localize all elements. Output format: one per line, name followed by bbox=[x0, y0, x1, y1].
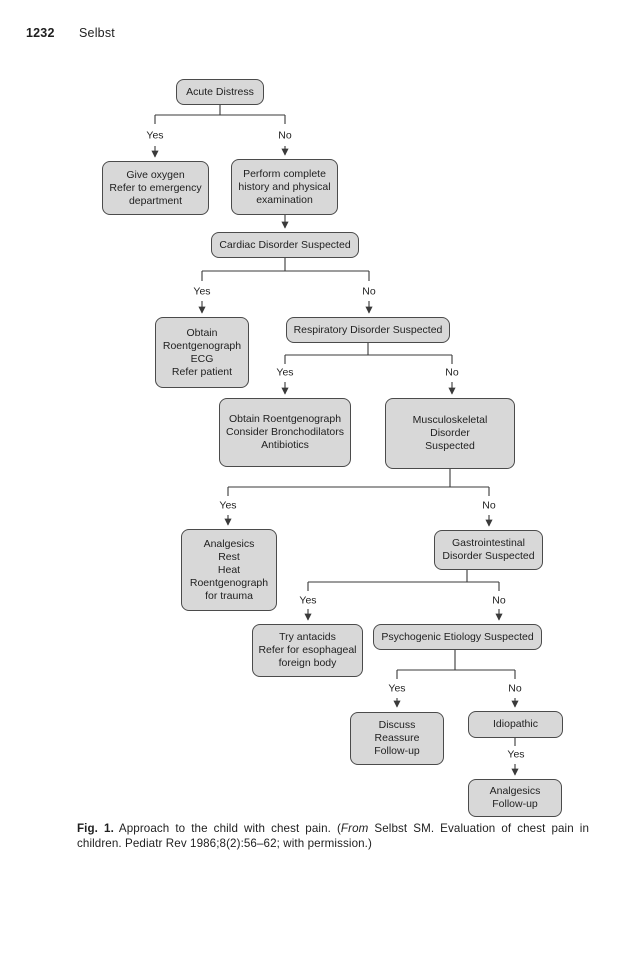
node-cardiac-disorder-suspected: Cardiac Disorder Suspected bbox=[211, 232, 359, 258]
figure-number-label: Fig. 1. bbox=[77, 822, 114, 835]
branch-label-no: No bbox=[490, 594, 508, 607]
node-psychogenic-etiology-suspected: Psychogenic Etiology Suspected bbox=[373, 624, 542, 650]
branch-label-no: No bbox=[506, 682, 524, 695]
node-respiratory-disorder-suspected: Respiratory Disorder Suspected bbox=[286, 317, 450, 343]
caption-text-post: Selbst SM. Evaluation of chest pain in c… bbox=[77, 822, 589, 850]
node-obtain-roentgenograph-bronchodilators: Obtain Roentgenograph Consider Bronchodi… bbox=[219, 398, 351, 467]
node-analgesics-rest-heat: Analgesics Rest Heat Roentgenograph for … bbox=[181, 529, 277, 611]
branch-label-yes: Yes bbox=[191, 285, 213, 298]
node-perform-history-physical: Perform complete history and physical ex… bbox=[231, 159, 338, 215]
node-give-oxygen: Give oxygen Refer to emergency departmen… bbox=[102, 161, 209, 215]
figure-caption: Fig. 1. Approach to the child with chest … bbox=[77, 822, 589, 852]
node-analgesics-followup: Analgesics Follow-up bbox=[468, 779, 562, 817]
branch-label-yes: Yes bbox=[217, 499, 239, 512]
branch-label-yes: Yes bbox=[144, 129, 166, 142]
node-musculoskeletal-disorder-suspected: Musculoskeletal Disorder Suspected bbox=[385, 398, 515, 469]
node-obtain-roentgenograph-ecg: Obtain Roentgenograph ECG Refer patient bbox=[155, 317, 249, 388]
branch-label-yes: Yes bbox=[297, 594, 319, 607]
branch-label-yes: Yes bbox=[386, 682, 408, 695]
node-try-antacids: Try antacids Refer for esophageal foreig… bbox=[252, 624, 363, 677]
page-number: 1232 bbox=[26, 26, 55, 40]
branch-label-no: No bbox=[360, 285, 378, 298]
branch-label-yes: Yes bbox=[505, 748, 527, 761]
node-acute-distress: Acute Distress bbox=[176, 79, 264, 105]
branch-label-no: No bbox=[480, 499, 498, 512]
node-idiopathic: Idiopathic bbox=[468, 711, 563, 738]
running-head-author: Selbst bbox=[79, 26, 115, 40]
branch-label-yes: Yes bbox=[274, 366, 296, 379]
branch-label-no: No bbox=[443, 366, 461, 379]
branch-label-no: No bbox=[276, 129, 294, 142]
caption-italic-from: From bbox=[340, 822, 369, 835]
node-discuss-reassure-followup: Discuss Reassure Follow-up bbox=[350, 712, 444, 765]
node-gastrointestinal-disorder-suspected: Gastrointestinal Disorder Suspected bbox=[434, 530, 543, 570]
caption-text-pre: Approach to the child with chest pain. ( bbox=[118, 822, 341, 835]
